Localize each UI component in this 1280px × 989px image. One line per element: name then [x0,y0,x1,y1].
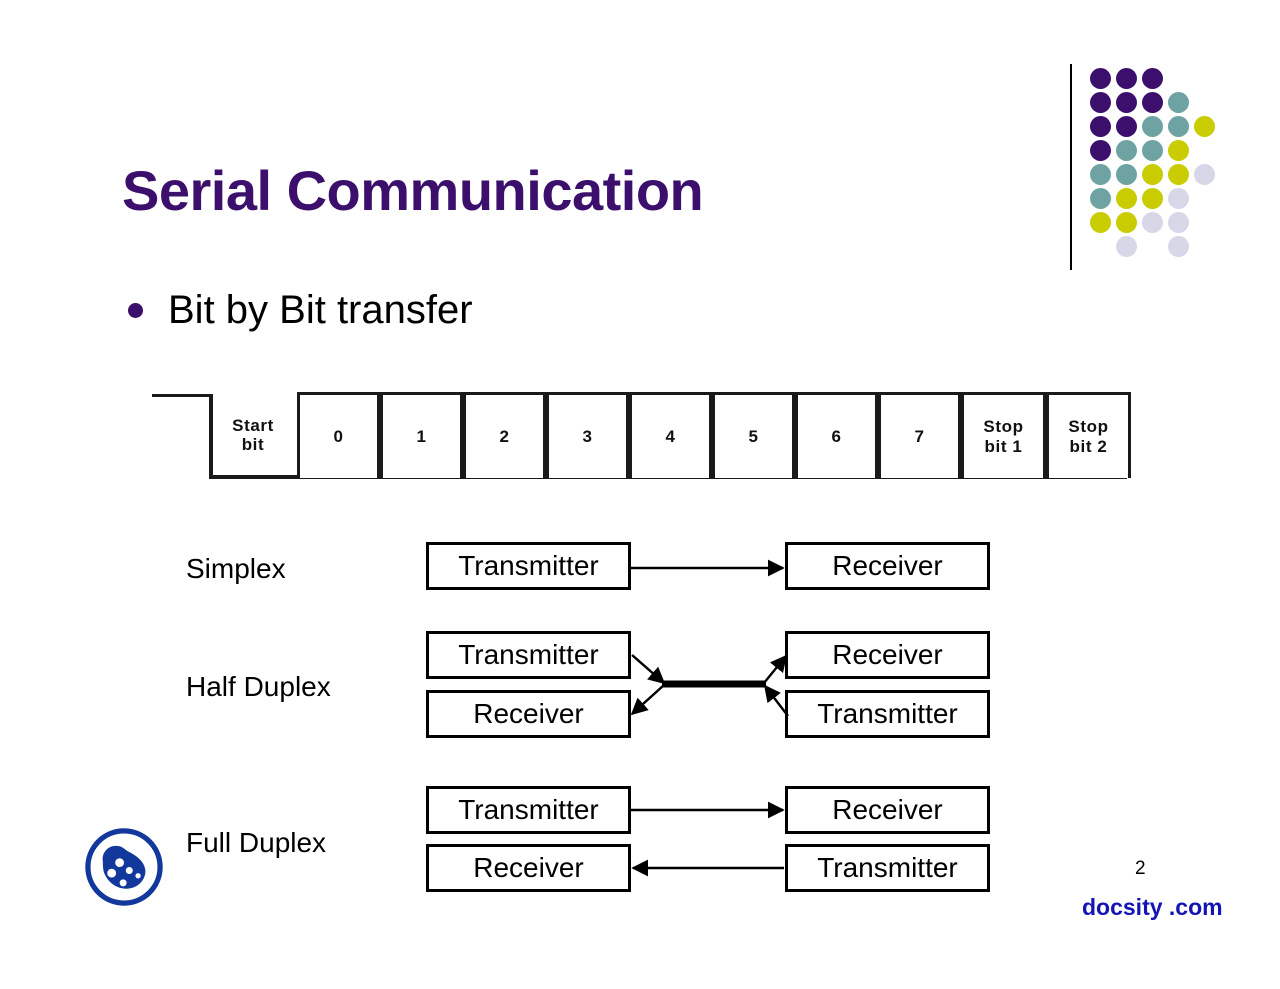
logo-dot-yellow [1194,116,1215,137]
logo-dot-lavender [1116,236,1137,257]
node-simplex-left-transmitter: Transmitter [426,542,631,590]
frame-cell-data-1: 0 [297,392,380,478]
node-half-duplex-left-receiver: Receiver [426,690,631,738]
frame-start-edge [209,394,213,478]
logo-dot-purple [1090,68,1111,89]
logo-dot-yellow [1168,164,1189,185]
logo-dot-yellow [1090,212,1111,233]
logo-dot-teal [1090,164,1111,185]
docsity-url-label: docsity .com [1082,894,1223,920]
dot-grid-logo [1090,68,1215,258]
half-duplex-arrow-rx-right [763,654,788,684]
frame-cell-label: 3 [582,426,593,446]
logo-dot-yellow [1116,188,1137,209]
logo-dot-purple [1142,92,1163,113]
logo-dot-lavender [1168,236,1189,257]
frame-cell-label: Start [232,415,274,435]
bullet-list: Bit by Bit transfer [128,288,473,333]
logo-dot-lavender [1168,188,1189,209]
frame-cell-label: Stop [1068,417,1109,437]
bullet-marker-icon [128,303,143,318]
node-simplex-right-receiver: Receiver [785,542,990,590]
node-full-duplex-left-receiver: Receiver [426,844,631,892]
node-half-duplex-left-transmitter: Transmitter [426,631,631,679]
frame-cell-data-6: 5 [712,392,795,478]
frame-idle-line [152,394,211,397]
node-half-duplex-right-receiver: Receiver [785,631,990,679]
frame-cell-data-4: 3 [546,392,629,478]
logo-dot-teal [1168,116,1189,137]
bullet-item-label: Bit by Bit transfer [168,288,473,332]
frame-cell-label: 5 [748,426,759,446]
node-full-duplex-right-transmitter: Transmitter [785,844,990,892]
frame-cell-label: bit [241,435,265,454]
frame-cell-label: 0 [333,426,344,446]
logo-dot-purple [1142,68,1163,89]
mode-label-half-duplex: Half Duplex [186,671,331,702]
frame-cell-label: 6 [831,426,842,446]
node-half-duplex-right-transmitter: Transmitter [785,690,990,738]
frame-cell-label: 2 [499,426,510,446]
logo-dot-yellow [1142,164,1163,185]
logo-dot-purple [1090,116,1111,137]
mode-label-full-duplex: Full Duplex [186,827,327,858]
frame-cell-label: 1 [416,426,427,446]
frame-cell-data-5: 4 [629,392,712,478]
node-full-duplex-left-transmitter: Transmitter [426,786,631,834]
logo-dot-yellow [1142,188,1163,209]
half-duplex-arrow-tx-left [631,654,666,685]
frame-cell-label: bit 1 [984,436,1023,456]
logo-dot-yellow [1168,140,1189,161]
mode-label-simplex: Simplex [186,553,286,584]
frame-cell-label: bit 2 [1069,436,1108,456]
half-duplex-arrow-rx-left [630,684,665,716]
frame-cell-label: 7 [914,426,925,446]
logo-dot-purple [1116,116,1137,137]
page-title: Serial Communication [122,159,704,222]
logo-dot-purple [1090,140,1111,161]
logo-dot-lavender [1194,164,1215,185]
logo-dot-teal [1142,116,1163,137]
logo-dot-lavender [1168,212,1189,233]
logo-dot-teal [1116,140,1137,161]
logo-dot-teal [1142,140,1163,161]
logo-dot-yellow [1116,212,1137,233]
logo-dot-purple [1090,92,1111,113]
frame-cell-label: 4 [665,426,676,446]
header-divider-rule [1070,64,1072,270]
frame-cell-data-7: 6 [795,392,878,478]
node-full-duplex-right-receiver: Receiver [785,786,990,834]
page-number: 2 [1135,858,1146,879]
frame-cell-data-3: 2 [463,392,546,478]
logo-dot-teal [1090,188,1111,209]
frame-cell-data-2: 1 [380,392,463,478]
logo-dot-lavender [1142,212,1163,233]
logo-dot-teal [1116,164,1137,185]
frame-cell-label: Stop [983,417,1024,437]
docsity-logo [85,828,163,906]
logo-dot-purple [1116,92,1137,113]
frame-cell-data-8: 7 [878,392,961,478]
logo-dot-purple [1116,68,1137,89]
logo-dot-teal [1168,92,1189,113]
